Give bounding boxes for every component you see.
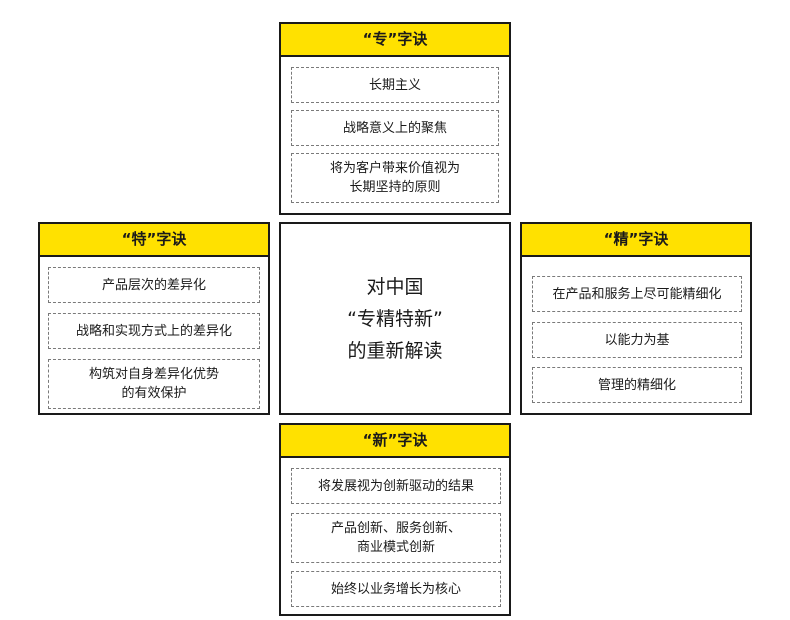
- panel-zhuan: “专”字诀 长期主义 战略意义上的聚焦 将为客户带来价值视为 长期坚持的原则: [279, 22, 511, 215]
- xin-item-1: 将发展视为创新驱动的结果: [291, 468, 501, 504]
- jing-item-1: 在产品和服务上尽可能精细化: [532, 276, 742, 312]
- zhuan-item-1: 长期主义: [291, 67, 499, 103]
- panel-te-title: “特”字诀: [40, 224, 268, 257]
- zhuan-item-3: 将为客户带来价值视为 长期坚持的原则: [291, 153, 499, 203]
- zhuan-item-2: 战略意义上的聚焦: [291, 110, 499, 146]
- xin-item-3: 始终以业务增长为核心: [291, 571, 501, 607]
- panel-jing-title: “精”字诀: [522, 224, 750, 257]
- center-title-box: 对中国 “专精特新” 的重新解读: [279, 222, 511, 415]
- jing-item-2: 以能力为基: [532, 322, 742, 358]
- panel-xin-title: “新”字诀: [281, 425, 509, 458]
- panel-xin: “新”字诀 将发展视为创新驱动的结果 产品创新、服务创新、 商业模式创新 始终以…: [279, 423, 511, 616]
- xin-item-2: 产品创新、服务创新、 商业模式创新: [291, 513, 501, 563]
- jing-item-3: 管理的精细化: [532, 367, 742, 403]
- te-item-1: 产品层次的差异化: [48, 267, 260, 303]
- panel-jing: “精”字诀 在产品和服务上尽可能精细化 以能力为基 管理的精细化: [520, 222, 752, 415]
- panel-zhuan-title: “专”字诀: [281, 24, 509, 57]
- panel-te: “特”字诀 产品层次的差异化 战略和实现方式上的差异化 构筑对自身差异化优势 的…: [38, 222, 270, 415]
- te-item-2: 战略和实现方式上的差异化: [48, 313, 260, 349]
- te-item-3: 构筑对自身差异化优势 的有效保护: [48, 359, 260, 409]
